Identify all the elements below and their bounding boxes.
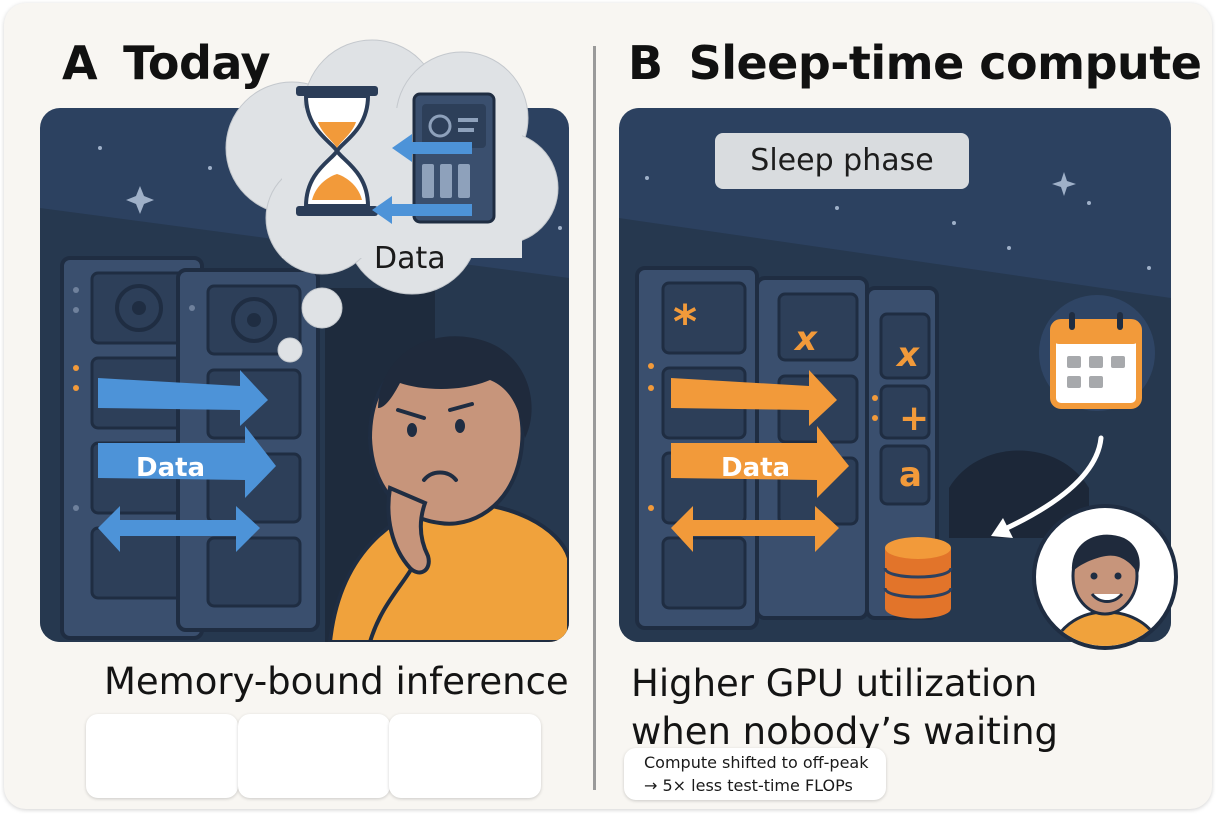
calendar-icon bbox=[1039, 295, 1155, 411]
empty-card-3 bbox=[389, 714, 541, 798]
star bbox=[1007, 246, 1011, 250]
arrow-data-label: Data bbox=[721, 453, 790, 483]
symbol-3: x bbox=[895, 335, 920, 375]
empty-card-1 bbox=[86, 714, 238, 798]
happy-person-avatar bbox=[1030, 502, 1180, 652]
compute-note: Compute shifted to off-peak → 5× less te… bbox=[624, 748, 886, 800]
sparkle-icon bbox=[1052, 172, 1076, 196]
note-line-2: → 5× less test-time FLOPs bbox=[644, 774, 886, 797]
star bbox=[1087, 201, 1091, 205]
panel-b-caption-line1: Higher GPU utilization bbox=[631, 662, 1037, 705]
panel-b-heading: Sleep-time compute bbox=[689, 36, 1202, 90]
star bbox=[98, 146, 102, 150]
symbol-1: * bbox=[673, 295, 697, 349]
database-icon bbox=[885, 537, 951, 619]
thought-data-label: Data bbox=[374, 241, 446, 276]
panel-divider bbox=[593, 46, 596, 790]
star bbox=[952, 221, 956, 225]
empty-card-2 bbox=[238, 714, 390, 798]
panel-a-letter: A bbox=[62, 36, 97, 90]
symbol-2: x bbox=[793, 319, 818, 359]
note-line-1: Compute shifted to off-peak bbox=[644, 751, 886, 774]
thought-bubble: Data bbox=[222, 38, 562, 368]
avatar bbox=[1030, 502, 1180, 652]
symbol-5: a bbox=[899, 455, 922, 495]
thought-bubble-artwork: Data bbox=[222, 38, 562, 368]
star bbox=[208, 166, 212, 170]
arrow-data-label: Data bbox=[136, 453, 205, 483]
panel-a-caption: Memory-bound inference bbox=[104, 660, 569, 703]
star bbox=[835, 206, 839, 210]
symbol-4: + bbox=[899, 398, 929, 439]
sleep-phase-badge: Sleep phase bbox=[715, 133, 969, 189]
panel-b-title: B Sleep-time compute bbox=[628, 36, 1201, 90]
panel-b-caption-line2: when nobody’s waiting bbox=[631, 710, 1058, 753]
panel-b-letter: B bbox=[628, 36, 663, 90]
star bbox=[645, 176, 649, 180]
server-icon bbox=[414, 94, 494, 222]
sparkle-icon bbox=[126, 186, 154, 214]
star bbox=[1147, 266, 1151, 270]
